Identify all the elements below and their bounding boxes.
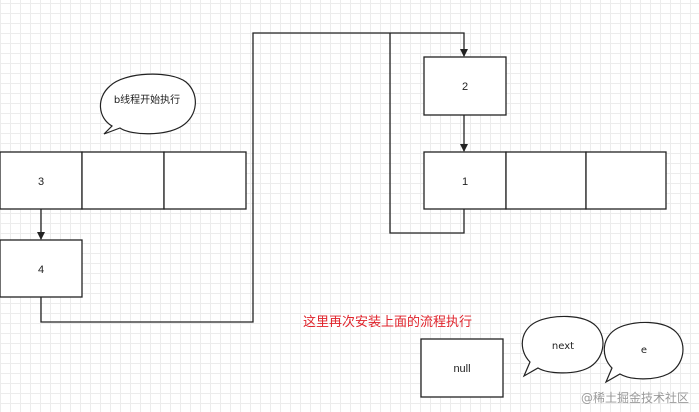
bubble-next-label: next bbox=[552, 341, 574, 352]
right-cell-empty-1 bbox=[505, 151, 587, 210]
bubble-next: next bbox=[521, 315, 604, 378]
bubble-e-label: e bbox=[641, 345, 647, 356]
left-array-row: 3 bbox=[0, 151, 247, 210]
cycle-link-1-to-2 bbox=[389, 33, 465, 234]
node-4-box bbox=[0, 239, 83, 298]
node-4-label: 4 bbox=[38, 264, 44, 276]
right-cell-empty-2 bbox=[585, 151, 667, 210]
bubble-thread-b: b线程开始执行 bbox=[99, 73, 196, 135]
connector-4-to-2 bbox=[40, 32, 468, 323]
node-2-box bbox=[423, 56, 507, 116]
bubble-thread-b-label: b线程开始执行 bbox=[114, 93, 180, 106]
bubble-next-shape bbox=[521, 315, 604, 378]
bubble-thread-b-shape bbox=[99, 73, 196, 135]
right-cell-1 bbox=[423, 151, 507, 210]
left-cell-empty-1 bbox=[81, 151, 165, 210]
repeat-flow-note: 这里再次安装上面的流程执行 bbox=[303, 314, 472, 330]
null-box bbox=[420, 338, 504, 398]
node-2-label: 2 bbox=[462, 81, 468, 93]
null-box-label: null bbox=[453, 363, 470, 375]
right-array-row: 1 bbox=[423, 151, 667, 210]
bubble-e: e bbox=[603, 321, 684, 384]
bubble-e-shape bbox=[603, 321, 684, 384]
node-1-label: 1 bbox=[462, 176, 468, 188]
node-3-label: 3 bbox=[38, 176, 44, 188]
left-cell-empty-2 bbox=[163, 151, 247, 210]
watermark-text: @稀土掘金技术社区 bbox=[581, 390, 689, 405]
